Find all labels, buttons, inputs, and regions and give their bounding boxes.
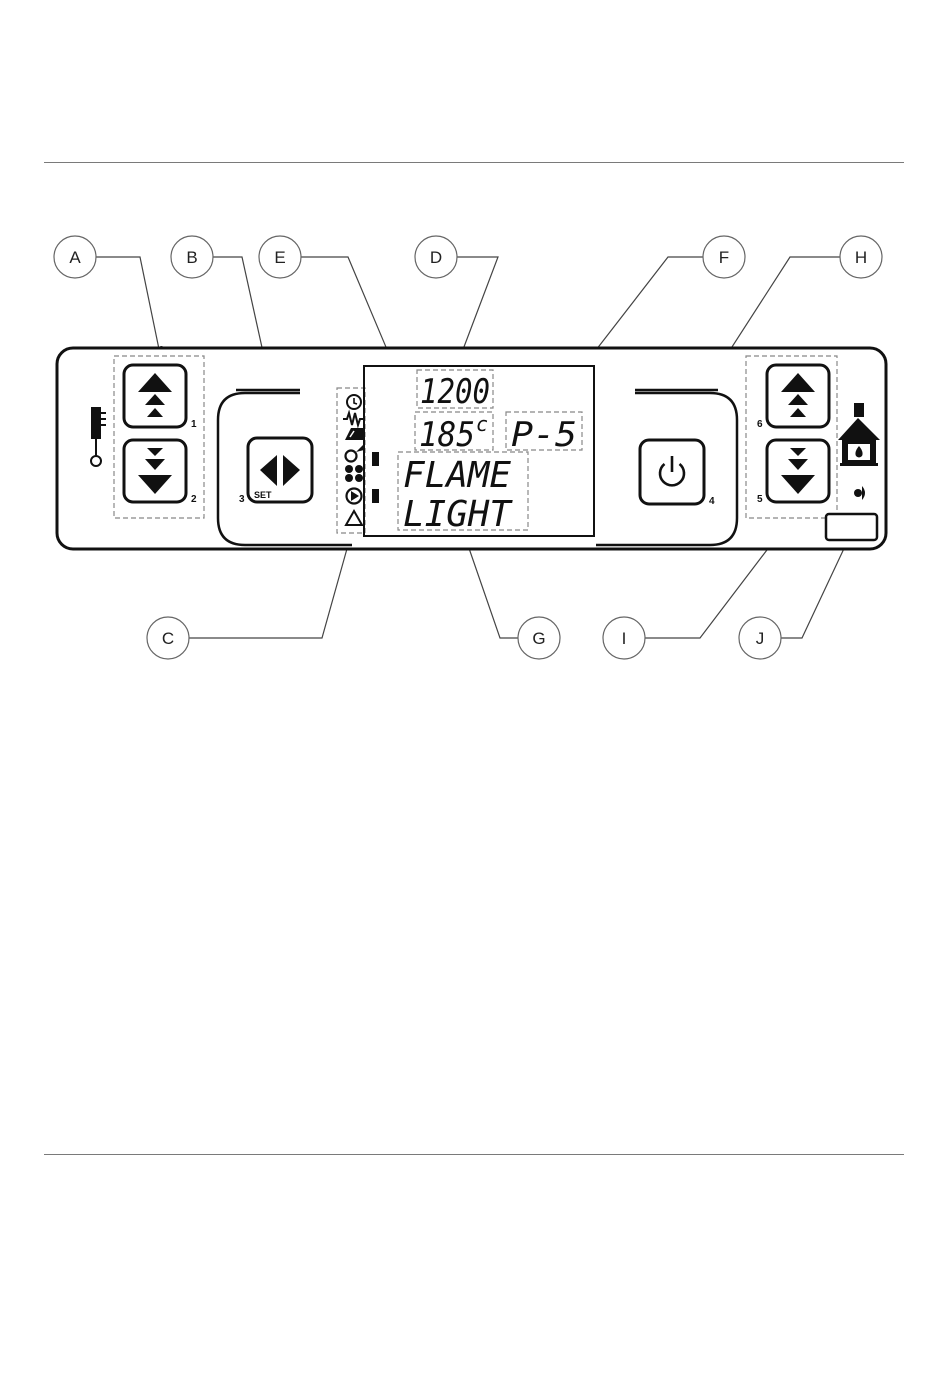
lcd-temperature-unit: c — [476, 412, 488, 436]
indicator-mark-upper — [372, 452, 379, 466]
callout-d: D — [415, 236, 457, 278]
callout-e: E — [259, 236, 301, 278]
callout-j: J — [739, 617, 781, 659]
svg-text:B: B — [186, 248, 197, 267]
callout-i: I — [603, 617, 645, 659]
svg-text:F: F — [719, 248, 729, 267]
set-button[interactable]: SET — [248, 438, 312, 502]
callout-h: H — [840, 236, 882, 278]
svg-text:G: G — [532, 629, 545, 648]
svg-text:D: D — [430, 248, 442, 267]
bottom-rule — [44, 1154, 904, 1155]
svg-text:E: E — [274, 248, 285, 267]
button-number-1: 1 — [191, 419, 197, 430]
svg-text:C: C — [162, 629, 174, 648]
leader-c — [189, 538, 350, 638]
svg-text:I: I — [622, 629, 627, 648]
set-label: SET — [254, 490, 272, 500]
svg-text:A: A — [69, 248, 81, 267]
power-up-button[interactable] — [767, 365, 829, 427]
callout-g: G — [518, 617, 560, 659]
leader-a — [96, 257, 160, 354]
button-number-5: 5 — [757, 494, 763, 505]
callout-c: C — [147, 617, 189, 659]
lcd-message-line1: FLAME — [403, 455, 511, 496]
button-number-4: 4 — [709, 496, 715, 507]
temp-up-button[interactable] — [124, 365, 186, 427]
button-number-3: 3 — [239, 494, 245, 505]
power-down-button[interactable] — [767, 440, 829, 502]
indicator-mark-lower — [372, 489, 379, 503]
leader-j — [781, 540, 848, 638]
button-number-6: 6 — [757, 419, 763, 430]
callout-f: F — [703, 236, 745, 278]
lcd-message-line2: LIGHT — [403, 494, 513, 535]
lcd-power-level: P-5 — [511, 415, 577, 455]
receiver-slot — [826, 514, 877, 540]
callout-b: B — [171, 236, 213, 278]
lcd-temperature: 185 — [419, 415, 475, 455]
temp-down-button[interactable] — [124, 440, 186, 502]
svg-text:H: H — [855, 248, 867, 267]
control-panel-diagram: A B E D F H C G I J — [0, 0, 950, 700]
lcd-top-value: 1200 — [420, 372, 490, 412]
svg-text:J: J — [756, 629, 765, 648]
callout-a: A — [54, 236, 96, 278]
button-number-2: 2 — [191, 494, 197, 505]
power-button[interactable] — [640, 440, 704, 504]
